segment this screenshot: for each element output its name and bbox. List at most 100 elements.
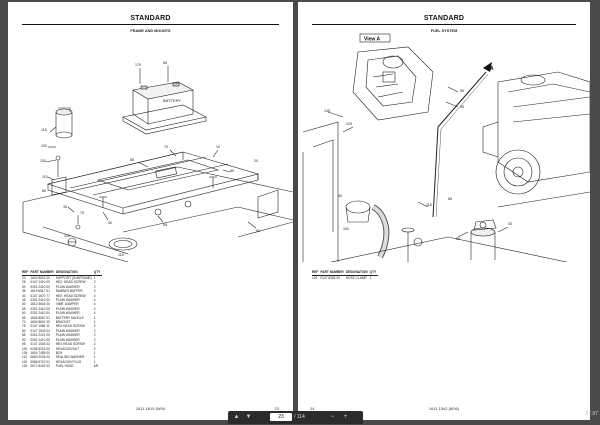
table-cell: SUPPORT (SUBFRAME): [55, 276, 92, 280]
table-cell: 60: [22, 311, 26, 316]
svg-text:70: 70: [164, 145, 168, 149]
table-cell: 100: [22, 346, 28, 351]
battery-icon: BATTERY: [132, 81, 194, 125]
column-header: PART NUMBER: [320, 270, 346, 276]
table-cell: 2: [93, 333, 96, 338]
table-cell: 40: [22, 293, 26, 298]
svg-text:115: 115: [426, 203, 432, 207]
table-cell: PLAIN WASHER: [55, 311, 80, 316]
page-up-icon[interactable]: ▲: [233, 414, 240, 420]
svg-text:90: 90: [460, 89, 464, 93]
table-cell: 2: [93, 324, 96, 329]
page-title: STANDARD: [423, 15, 465, 22]
column-header: PART NUMBER: [30, 270, 56, 276]
svg-text:65: 65: [163, 61, 167, 65]
zoom-level: 87.97: [585, 411, 598, 417]
table-cell: 80: [22, 328, 26, 333]
right-document-page: STANDARD FUEL SYSTEM: [298, 2, 590, 420]
title-rule: [312, 24, 576, 25]
table-cell: 1: [93, 315, 96, 320]
svg-text:130: 130: [40, 159, 46, 163]
total-pages-label: / 114: [294, 414, 305, 420]
fuel-filter-icon: [470, 219, 497, 260]
table-cell: PLAIN WASHER: [55, 298, 80, 303]
table-cell: RUBBER BUFFER: [55, 289, 83, 294]
fuel-system-drawing: View A A 90 95 135 120 85 50 30 40 100 7…: [302, 33, 590, 262]
table-cell: 95: [22, 342, 26, 347]
table-cell: 1: [93, 359, 96, 364]
left-document-page: STANDARD FRAME AND MOUNTS BATTERY: [8, 2, 293, 420]
table-cell: 25: [22, 280, 26, 285]
table-cell: 1604 8667 01: [30, 315, 50, 320]
table-cell: PLAIN WASHER: [55, 284, 80, 289]
table-cell: 0663 2026 00: [30, 355, 50, 360]
zoom-out-icon[interactable]: −: [330, 414, 335, 420]
table-cell: 120: [22, 364, 28, 369]
table-cell: 0147 1670 77: [30, 293, 50, 298]
engine-detail-icon: [352, 46, 434, 121]
table-cell: 0147 8306 00: [320, 276, 340, 280]
table-cell: 0301 2410 00: [30, 284, 50, 289]
table-cell: 75: [22, 324, 26, 329]
table-cell: 2: [93, 280, 96, 285]
table-cell: BRACKET: [55, 320, 71, 325]
svg-text:100: 100: [41, 144, 47, 148]
table-cell: HOSE CLAMP: [345, 276, 367, 280]
page-navigation-toolbar: ▲ ▼ 23 / 114 − +: [228, 411, 363, 424]
table-cell: 20: [22, 276, 26, 280]
table-cell: 4: [93, 298, 96, 303]
svg-text:170: 170: [135, 63, 141, 67]
table-cell: 55: [22, 306, 26, 311]
svg-text:40: 40: [338, 194, 342, 198]
table-cell: 45: [22, 298, 26, 303]
column-header: QTY: [93, 270, 103, 276]
table-cell: 0301 2221 00: [30, 333, 50, 338]
table-row: 45 0301 2410 00 PLAIN WASHER 4: [22, 298, 102, 302]
table-cell: 1604 8601 00: [30, 320, 50, 325]
table-cell: HEX. HEAD SCREW: [55, 293, 86, 298]
page-subtitle: FRAME AND MOUNTS: [130, 29, 171, 33]
footer-doc-code: 1611 1615 (W04: [135, 406, 166, 411]
svg-text:50: 50: [456, 237, 460, 241]
table-cell: 4: [93, 302, 96, 307]
table-cell: 105: [22, 350, 28, 355]
page-subtitle: FUEL SYSTEM: [430, 29, 458, 33]
table-cell: 1604 7489 00: [30, 350, 50, 355]
svg-text:135: 135: [324, 109, 330, 113]
svg-text:BATTERY: BATTERY: [163, 98, 181, 103]
table-cell: 1619 6517 01: [30, 289, 50, 294]
column-header: REF: [22, 270, 31, 276]
svg-text:115: 115: [41, 128, 47, 132]
table-cell: 2: [93, 337, 96, 342]
table-cell: 0671 8402 00: [30, 364, 50, 369]
svg-text:55: 55: [163, 223, 167, 227]
subframe-icon: [46, 151, 260, 215]
table-header-row: REF PART NUMBER DESIGNATION QTY: [22, 270, 103, 276]
table-cell: 0686 5710 01: [30, 359, 50, 364]
zoom-in-icon[interactable]: +: [343, 414, 348, 420]
table-cell: PLAIN WASHER: [55, 333, 80, 338]
page-down-icon[interactable]: ▼: [245, 414, 252, 420]
table-cell: 0301 2410 00: [30, 298, 50, 303]
table-cell: 30: [22, 284, 26, 289]
table-cell: FUEL HOSE: [55, 364, 74, 369]
table-cell: 1: [369, 276, 372, 280]
table-cell: 2: [93, 289, 96, 294]
table-cell: BATTERY SADDLE: [55, 315, 84, 320]
svg-text:10: 10: [216, 145, 220, 149]
table-cell: 50: [22, 302, 26, 307]
svg-text:65: 65: [130, 158, 134, 162]
table-cell: 0147 1584 11: [30, 324, 50, 329]
page-number-input[interactable]: 23: [270, 413, 292, 421]
svg-text:100: 100: [343, 227, 349, 231]
table-cell: 4: [93, 293, 96, 298]
table-cell: 0301 2410 00: [30, 306, 50, 311]
